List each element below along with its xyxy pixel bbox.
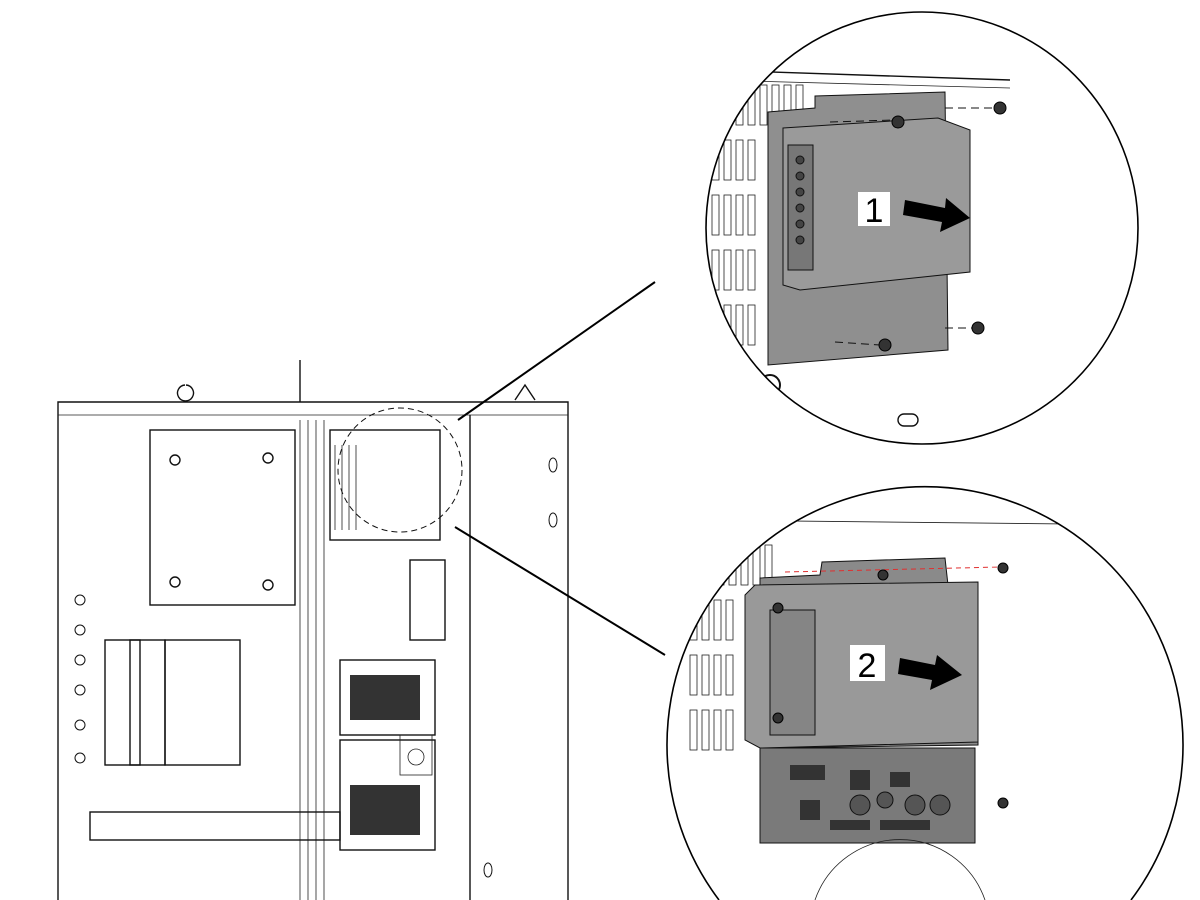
detail-view-2: 2 bbox=[666, 485, 1184, 900]
power-module-small bbox=[329, 429, 441, 541]
wire-bundle bbox=[299, 420, 325, 900]
leader-line-2 bbox=[454, 526, 666, 656]
arrow-right-icon bbox=[898, 655, 962, 690]
servo-amplifier bbox=[164, 639, 241, 766]
step-2-badge bbox=[850, 645, 885, 681]
control-cabinet bbox=[57, 360, 569, 900]
arrow-right-icon bbox=[903, 198, 970, 232]
callout-region bbox=[337, 407, 463, 533]
vent-panel-bottom bbox=[339, 739, 436, 851]
logo-badge bbox=[399, 734, 433, 776]
step-1-label: 1 bbox=[865, 192, 884, 230]
step-1-badge bbox=[858, 192, 890, 226]
detail-view-1: 1 bbox=[705, 11, 1139, 445]
screws-2 bbox=[772, 562, 1009, 809]
leader-line-1 bbox=[457, 281, 656, 421]
step-2-label: 2 bbox=[858, 647, 877, 685]
vent-panel-top bbox=[339, 659, 436, 736]
screws-1 bbox=[878, 101, 1007, 352]
cover-plate bbox=[149, 429, 296, 606]
